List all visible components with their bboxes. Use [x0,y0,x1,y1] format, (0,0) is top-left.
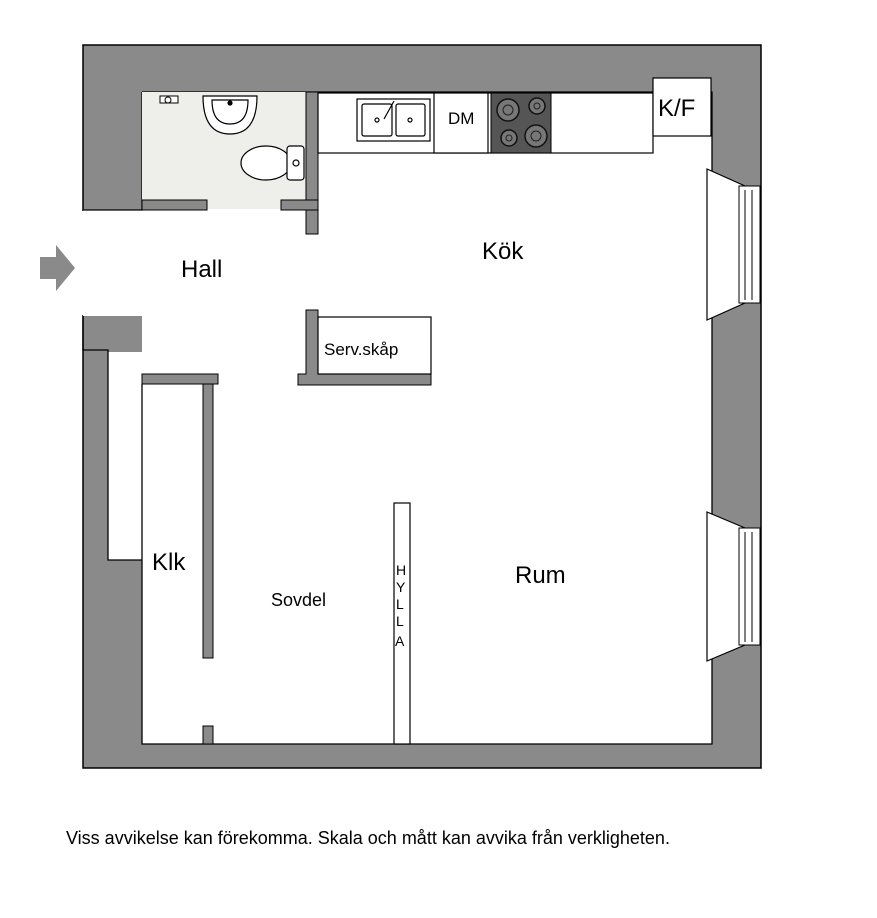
shelf [393,502,411,745]
bathroom-wall-bottom-right [280,199,319,211]
toilet-icon [240,145,305,181]
shelf-letter-3: L [396,596,404,612]
disclaimer-text: Viss avvikelse kan förekomma. Skala och … [66,828,670,848]
room-label-kok: Kök [482,238,524,265]
window-upper [706,168,761,321]
stove-icon [490,92,552,154]
room-label-hall: Hall [181,256,223,283]
sink-icon [202,95,258,135]
service-cabinet-label: Serv.skåp [324,340,399,359]
bathroom-wall [305,91,319,235]
fridge-freezer [652,77,712,137]
shelf-letter-1: H [396,562,407,578]
window-lower [706,511,761,662]
shower-mixer-icon [159,95,179,104]
fridge-freezer-label: K/F [658,95,696,122]
room-label-sovdel: Sovdel [271,590,327,610]
kitchen-sink-icon [356,98,431,142]
shelf-letter-5: A [395,633,405,649]
closet-wall-stub [202,725,214,745]
service-cabinet [317,316,432,375]
dishwasher [433,92,489,154]
closet-wall-top [141,373,219,385]
shelf-letter-2: Y [396,579,406,595]
shelf-letter-4: L [396,613,404,629]
room-label-klk: Klk [152,549,186,576]
entrance-arrow-icon [40,245,75,291]
room-label-rum: Rum [515,562,566,589]
entrance-opening [81,211,85,315]
closet-wall-vertical [202,383,214,659]
bathroom-wall-bottom-left [141,199,208,211]
dishwasher-label: DM [448,109,475,128]
